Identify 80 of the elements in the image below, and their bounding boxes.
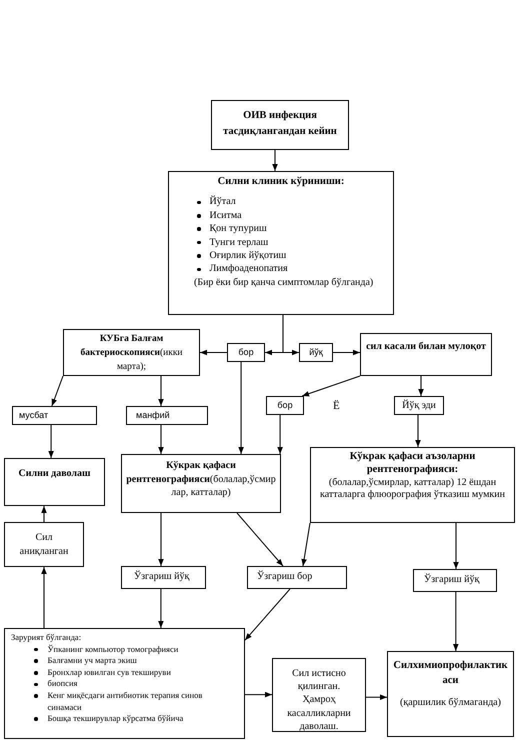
flowchart-box — [360, 333, 492, 376]
box-text: мусбат — [19, 409, 48, 422]
arrow — [236, 512, 284, 566]
arrow — [158, 512, 164, 566]
list-item: Қон тупуриш — [210, 222, 267, 236]
flowchart-box — [387, 651, 514, 737]
arrow — [158, 424, 164, 454]
list-item: Иситма — [210, 208, 242, 222]
box-heading: Кўкрак қафаси аъзоларни рентгенографияси: — [348, 451, 476, 477]
flowchart-box — [247, 566, 347, 589]
list-item: Йўтал — [210, 195, 236, 209]
flowchart-box — [4, 522, 84, 567]
box-heading: Силхимиопрофилактикаси — [393, 659, 508, 688]
label-text: Ё — [333, 400, 340, 412]
flowchart-box — [299, 343, 333, 362]
list-item: биопсия — [48, 678, 78, 690]
flowchart-box — [126, 406, 208, 425]
list-item: Балғамни уч марта экиш — [48, 655, 137, 667]
box-text: Йўқ эди — [402, 398, 436, 413]
box-text: Ўзгариш йўқ — [424, 572, 480, 587]
arrow — [415, 414, 421, 448]
flowchart-box — [413, 569, 497, 592]
arrow — [158, 588, 164, 628]
arrow — [282, 314, 300, 356]
arrow — [244, 692, 272, 698]
flowchart-box — [266, 396, 304, 415]
arrow — [418, 376, 424, 396]
list-item: Ўпканинг компьютор томографияси — [48, 644, 178, 656]
arrow — [244, 588, 290, 641]
list-item: Оғирлик йўқотиш — [210, 249, 286, 262]
box-text: (болалар,ўсмирлар, катталар) 12 ёшдан катталарга флюорография ўтказиш мумкин — [318, 476, 506, 502]
flowchart-box — [394, 396, 444, 415]
flowchart-box — [310, 447, 515, 523]
flowchart-box — [227, 343, 265, 362]
arrow — [453, 522, 459, 570]
box-text: Сил аниқланган — [18, 531, 70, 559]
list-item: Лимфоаденопатия — [210, 262, 288, 276]
arrow — [51, 376, 64, 406]
list-item: Бронхлар ювилган сув текшируви — [48, 666, 171, 678]
flowchart-box — [4, 458, 105, 506]
box-text: Сил истисно қилинган. Ҳамроҳ касалликларни даволаш. — [286, 667, 352, 734]
arrow — [302, 376, 360, 396]
list-item: Кенг миқёсдаги антибиотик терапия синов синамаси — [48, 690, 204, 714]
box-text: манфий — [136, 409, 170, 422]
flowchart-box — [272, 658, 366, 732]
arrow — [238, 362, 244, 454]
arrow — [272, 150, 278, 172]
box-text: Зарурият бўлганда: — [11, 632, 82, 644]
arrow — [301, 522, 310, 566]
arrow — [332, 350, 360, 356]
flowchart-box — [211, 100, 349, 150]
box-heading: сил касали билан мулоқот — [366, 340, 486, 354]
arrow — [366, 694, 388, 700]
flowchart-box — [121, 454, 281, 513]
flowchart-box — [4, 628, 245, 739]
arrow — [277, 414, 283, 454]
box-text: бор — [277, 399, 293, 412]
box-text: Кўкрак қафаси рентгенографияси(болалар,ўсмирлар, катталар) — [126, 459, 276, 500]
box-text: йўқ — [309, 346, 323, 359]
arrow — [48, 424, 54, 458]
arrow — [453, 592, 459, 652]
flowchart-box — [12, 406, 97, 425]
arrow — [41, 506, 47, 522]
box-text: (қаршилик бўлмаганда) — [400, 696, 501, 710]
arrow — [158, 376, 164, 406]
box-text: бор — [238, 346, 254, 359]
box-text: Ўзгариш йўқ — [134, 570, 190, 584]
box-heading: ОИВ инфекция тасдиқлангандан кейин — [222, 109, 338, 139]
arrow — [200, 350, 228, 356]
box-note: (Бир ёки бир қанча симптомлар бўлганда) — [194, 276, 374, 290]
list-item: Бошқа текширувлар кўрсатма бўйича — [48, 713, 184, 725]
box-text: Ўзгариш бор — [257, 570, 312, 584]
box-text: КУБга Балғам бактериоскопияси(икки марта); — [79, 333, 184, 374]
flowchart-box — [168, 171, 394, 315]
box-heading: Силни даволаш — [18, 467, 90, 481]
arrow — [41, 566, 47, 628]
flowchart-box — [121, 566, 206, 589]
list-item: Тунги терлаш — [210, 236, 268, 250]
flowchart-box — [63, 329, 200, 376]
box-heading: Силни клиник кўриниши: — [218, 175, 344, 188]
